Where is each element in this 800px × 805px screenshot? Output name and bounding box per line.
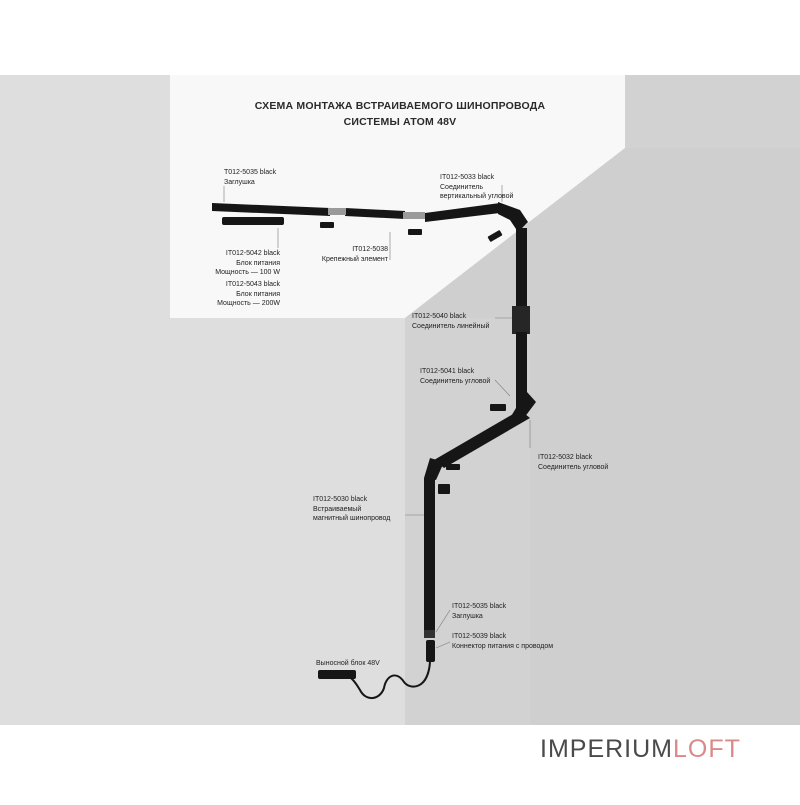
leader-line	[494, 379, 511, 397]
brand-part-2: LOFT	[673, 735, 741, 763]
label-code: Т012-5035 black	[224, 169, 277, 176]
mount-element	[408, 229, 422, 235]
label-desc: вертикальный угловой	[440, 193, 514, 200]
label-cap-top: Т012-5035 black Заглушка	[224, 168, 276, 187]
wall-track	[318, 228, 536, 699]
label-desc: Мощность — 100 W	[215, 269, 280, 276]
corner-connector-vertical	[498, 202, 528, 232]
label-code: IТ012-5030 black	[313, 496, 368, 503]
label-desc: Блок питания	[236, 259, 280, 267]
label-code: IТ012-5040 black	[412, 313, 467, 320]
track-connector	[328, 208, 346, 215]
track-segment	[212, 203, 330, 216]
label-code: IТ012-5039 black	[452, 633, 507, 640]
label-code: IТ012-5038	[352, 246, 388, 253]
label-desc: Мощность — 200W	[217, 300, 280, 307]
label-code: IТ012-5035 black	[452, 603, 507, 610]
mount-element	[320, 222, 334, 228]
label-linear: IТ012-5040 black Соединитель линейный	[412, 312, 489, 331]
label-desc: Выносной блок 48V	[316, 660, 380, 667]
linear-connector	[512, 306, 530, 334]
corner-shade	[405, 148, 800, 725]
label-psu-200: IТ012-5043 black Блок питания Мощность —…	[214, 280, 280, 309]
spot-connector	[438, 484, 450, 494]
label-desc: Соединитель	[440, 183, 483, 191]
spot-connector	[490, 404, 506, 411]
label-track: IТ012-5030 black Встраиваемый магнитный …	[313, 495, 390, 524]
spot-connector	[446, 464, 460, 470]
label-corner-1: IТ012-5041 black Соединитель угловой	[420, 367, 490, 386]
corner-connector-2	[424, 458, 444, 480]
power-cable	[347, 661, 431, 699]
floor-strip	[0, 725, 800, 800]
label-desc: Соединитель угловой	[420, 377, 491, 385]
label-psu-100: IТ012-5042 black Блок питания Мощность —…	[214, 249, 280, 278]
label-corner-vertical: IТ012-5033 black Соединитель вертикальны…	[440, 173, 513, 202]
label-code: IТ012-5043 black	[225, 281, 280, 288]
brand-logo: IMPERIUMLOFT	[540, 735, 741, 764]
track-connector	[403, 212, 425, 219]
label-cap-bottom: IТ012-5035 black Заглушка	[452, 602, 506, 621]
label-desc: Соединитель линейный	[412, 322, 490, 330]
label-connector: IТ012-5039 black Коннектор питания с про…	[452, 632, 553, 651]
leader-line	[435, 641, 451, 649]
ceiling-track	[212, 202, 528, 242]
leader-lines	[223, 185, 531, 649]
label-desc: Заглушка	[224, 178, 255, 186]
corner-connector-1	[510, 392, 536, 418]
spot-connector	[487, 230, 503, 242]
label-code: IТ012-5041 black	[420, 368, 475, 375]
label-mount: IТ012-5038 Крепежный элемент	[318, 245, 388, 264]
label-desc: Блок питания	[236, 290, 280, 298]
leader-line	[435, 609, 451, 633]
diagram-title: СХЕМА МОНТАЖА ВСТРАИВАЕМОГО ШИНОПРОВОДА	[254, 100, 546, 112]
label-desc: Встраиваемый	[313, 505, 362, 513]
track-segment	[425, 203, 500, 222]
track-vertical	[516, 228, 527, 308]
label-code: IТ012-5042 black	[225, 250, 280, 257]
psu-block	[222, 217, 284, 225]
track-vertical	[424, 478, 435, 630]
track-segment	[345, 208, 405, 219]
remote-psu	[318, 670, 356, 679]
label-code: IТ012-5032 black	[538, 454, 593, 461]
diagram-subtitle: СИСТЕМЫ АТОМ 48V	[343, 116, 457, 128]
ceiling	[170, 75, 625, 318]
track-vertical	[516, 332, 527, 394]
left-wall	[0, 75, 405, 725]
label-desc: Заглушка	[452, 612, 483, 620]
label-desc: магнитный шинопровод	[313, 515, 391, 522]
label-desc: Коннектор питания с проводом	[452, 642, 554, 650]
label-remote-psu: Выносной блок 48V	[316, 659, 380, 669]
label-corner-2: IТ012-5032 black Соединитель угловой	[538, 453, 608, 472]
label-desc: Крепежный элемент	[321, 255, 388, 263]
label-desc: Соединитель угловой	[538, 463, 609, 471]
label-code: IТ012-5033 black	[440, 174, 495, 181]
power-connector	[426, 640, 435, 662]
track-diagonal	[434, 410, 530, 468]
brand-part-1: IMPERIUM	[540, 735, 673, 763]
end-cap	[424, 630, 435, 638]
